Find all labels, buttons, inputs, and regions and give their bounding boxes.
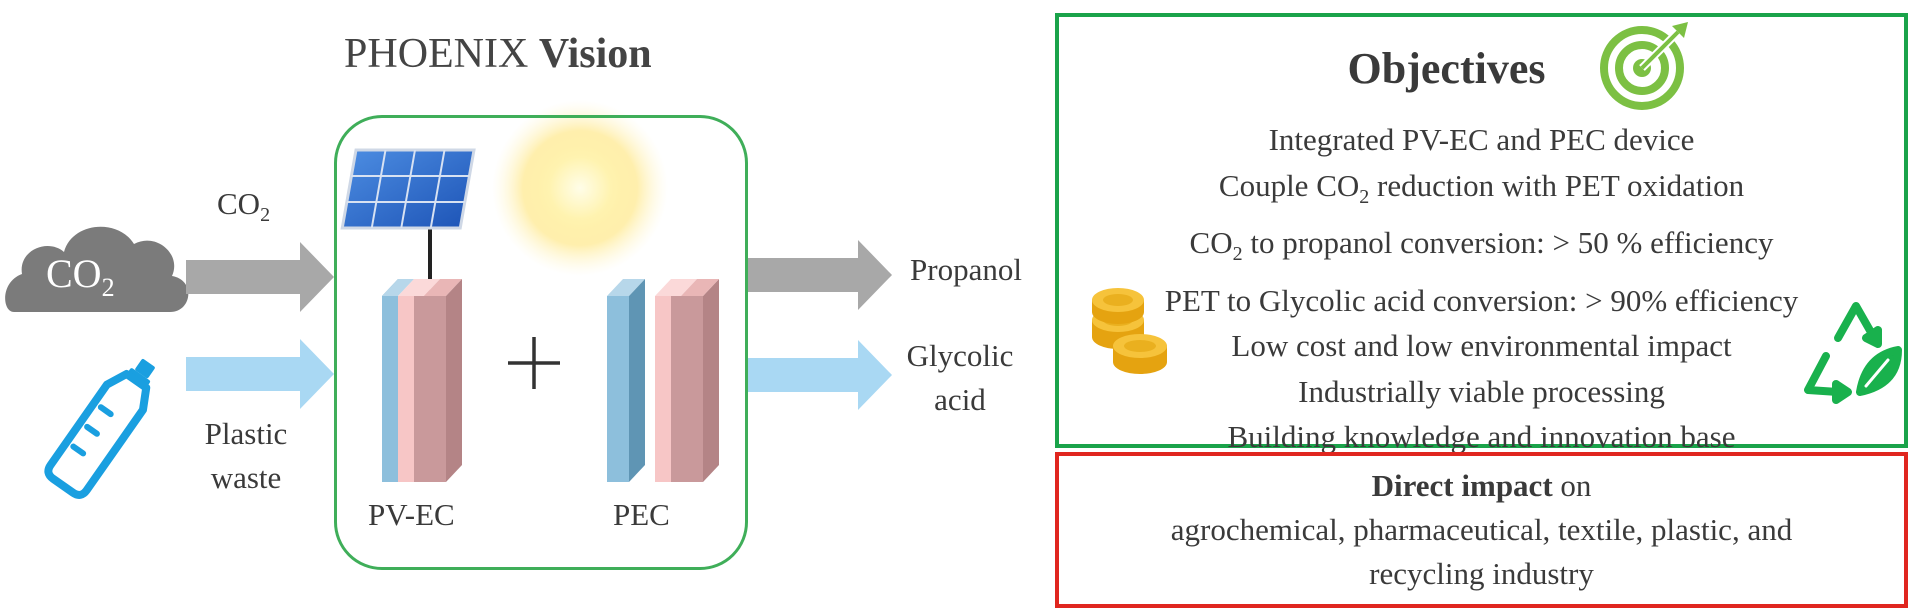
objective-item: CO2 to propanol conversion: > 50 % effic…: [1189, 225, 1774, 266]
sun-icon: [492, 100, 668, 276]
pvec-label: PV-EC: [368, 497, 455, 532]
objective-item: Couple CO2 reduction with PET oxidation: [1218, 167, 1745, 208]
title-bold-text: Vision: [538, 31, 652, 77]
co2-input-label: CO2: [217, 186, 271, 227]
cloud-co2-label: CO2: [46, 251, 115, 302]
plastic-bottle-icon: [44, 359, 155, 499]
propanol-output-arrow: [748, 240, 892, 310]
title-plain-text: PHOENIX: [344, 31, 539, 77]
propanol-label: Propanol: [910, 252, 1022, 287]
glycolic-acid-label: Glycolic acid: [906, 338, 1014, 417]
impact-line-3: recycling industry: [1369, 556, 1594, 591]
pvec-electrodes-icon: [382, 279, 462, 482]
co2-input-arrow: [186, 242, 334, 312]
solar-panel-icon: [340, 148, 476, 282]
pec-electrodes-icon: [607, 279, 719, 482]
plus-icon: [508, 337, 560, 389]
target-icon: [1600, 22, 1688, 110]
diagram-title: PHOENIX Vision: [344, 30, 652, 78]
plastic-input-arrow: [186, 339, 334, 409]
objective-item: Industrially viable processing: [1298, 373, 1665, 409]
device-box: [334, 115, 748, 570]
impact-line-1: Direct impact on: [1371, 468, 1592, 503]
objectives-heading: Objectives: [1347, 44, 1546, 93]
objective-item: Low cost and low environmental impact: [1231, 328, 1732, 364]
impact-line-2: agrochemical, pharmaceutical, textile, p…: [1170, 512, 1793, 547]
objective-item: PET to Glycolic acid conversion: > 90% e…: [1164, 282, 1799, 318]
objectives-box: Objectives Integrated PV-EC and PEC devi…: [1055, 13, 1908, 454]
coins-icon: [1092, 288, 1167, 374]
plastic-waste-label: Plastic waste: [204, 416, 288, 495]
objective-item: Integrated PV-EC and PEC device: [1268, 122, 1695, 157]
impact-box: Direct impact on agrochemical, pharmaceu…: [1055, 452, 1908, 608]
objectives-list: Integrated PV-EC and PEC device Couple C…: [1059, 117, 1904, 460]
glycolic-output-arrow: [748, 340, 892, 410]
recycle-leaf-icon: [1804, 302, 1902, 404]
objective-item: Building knowledge and innovation base: [1227, 419, 1736, 455]
co2-cloud-icon: [5, 226, 189, 312]
pec-label: PEC: [613, 497, 670, 532]
